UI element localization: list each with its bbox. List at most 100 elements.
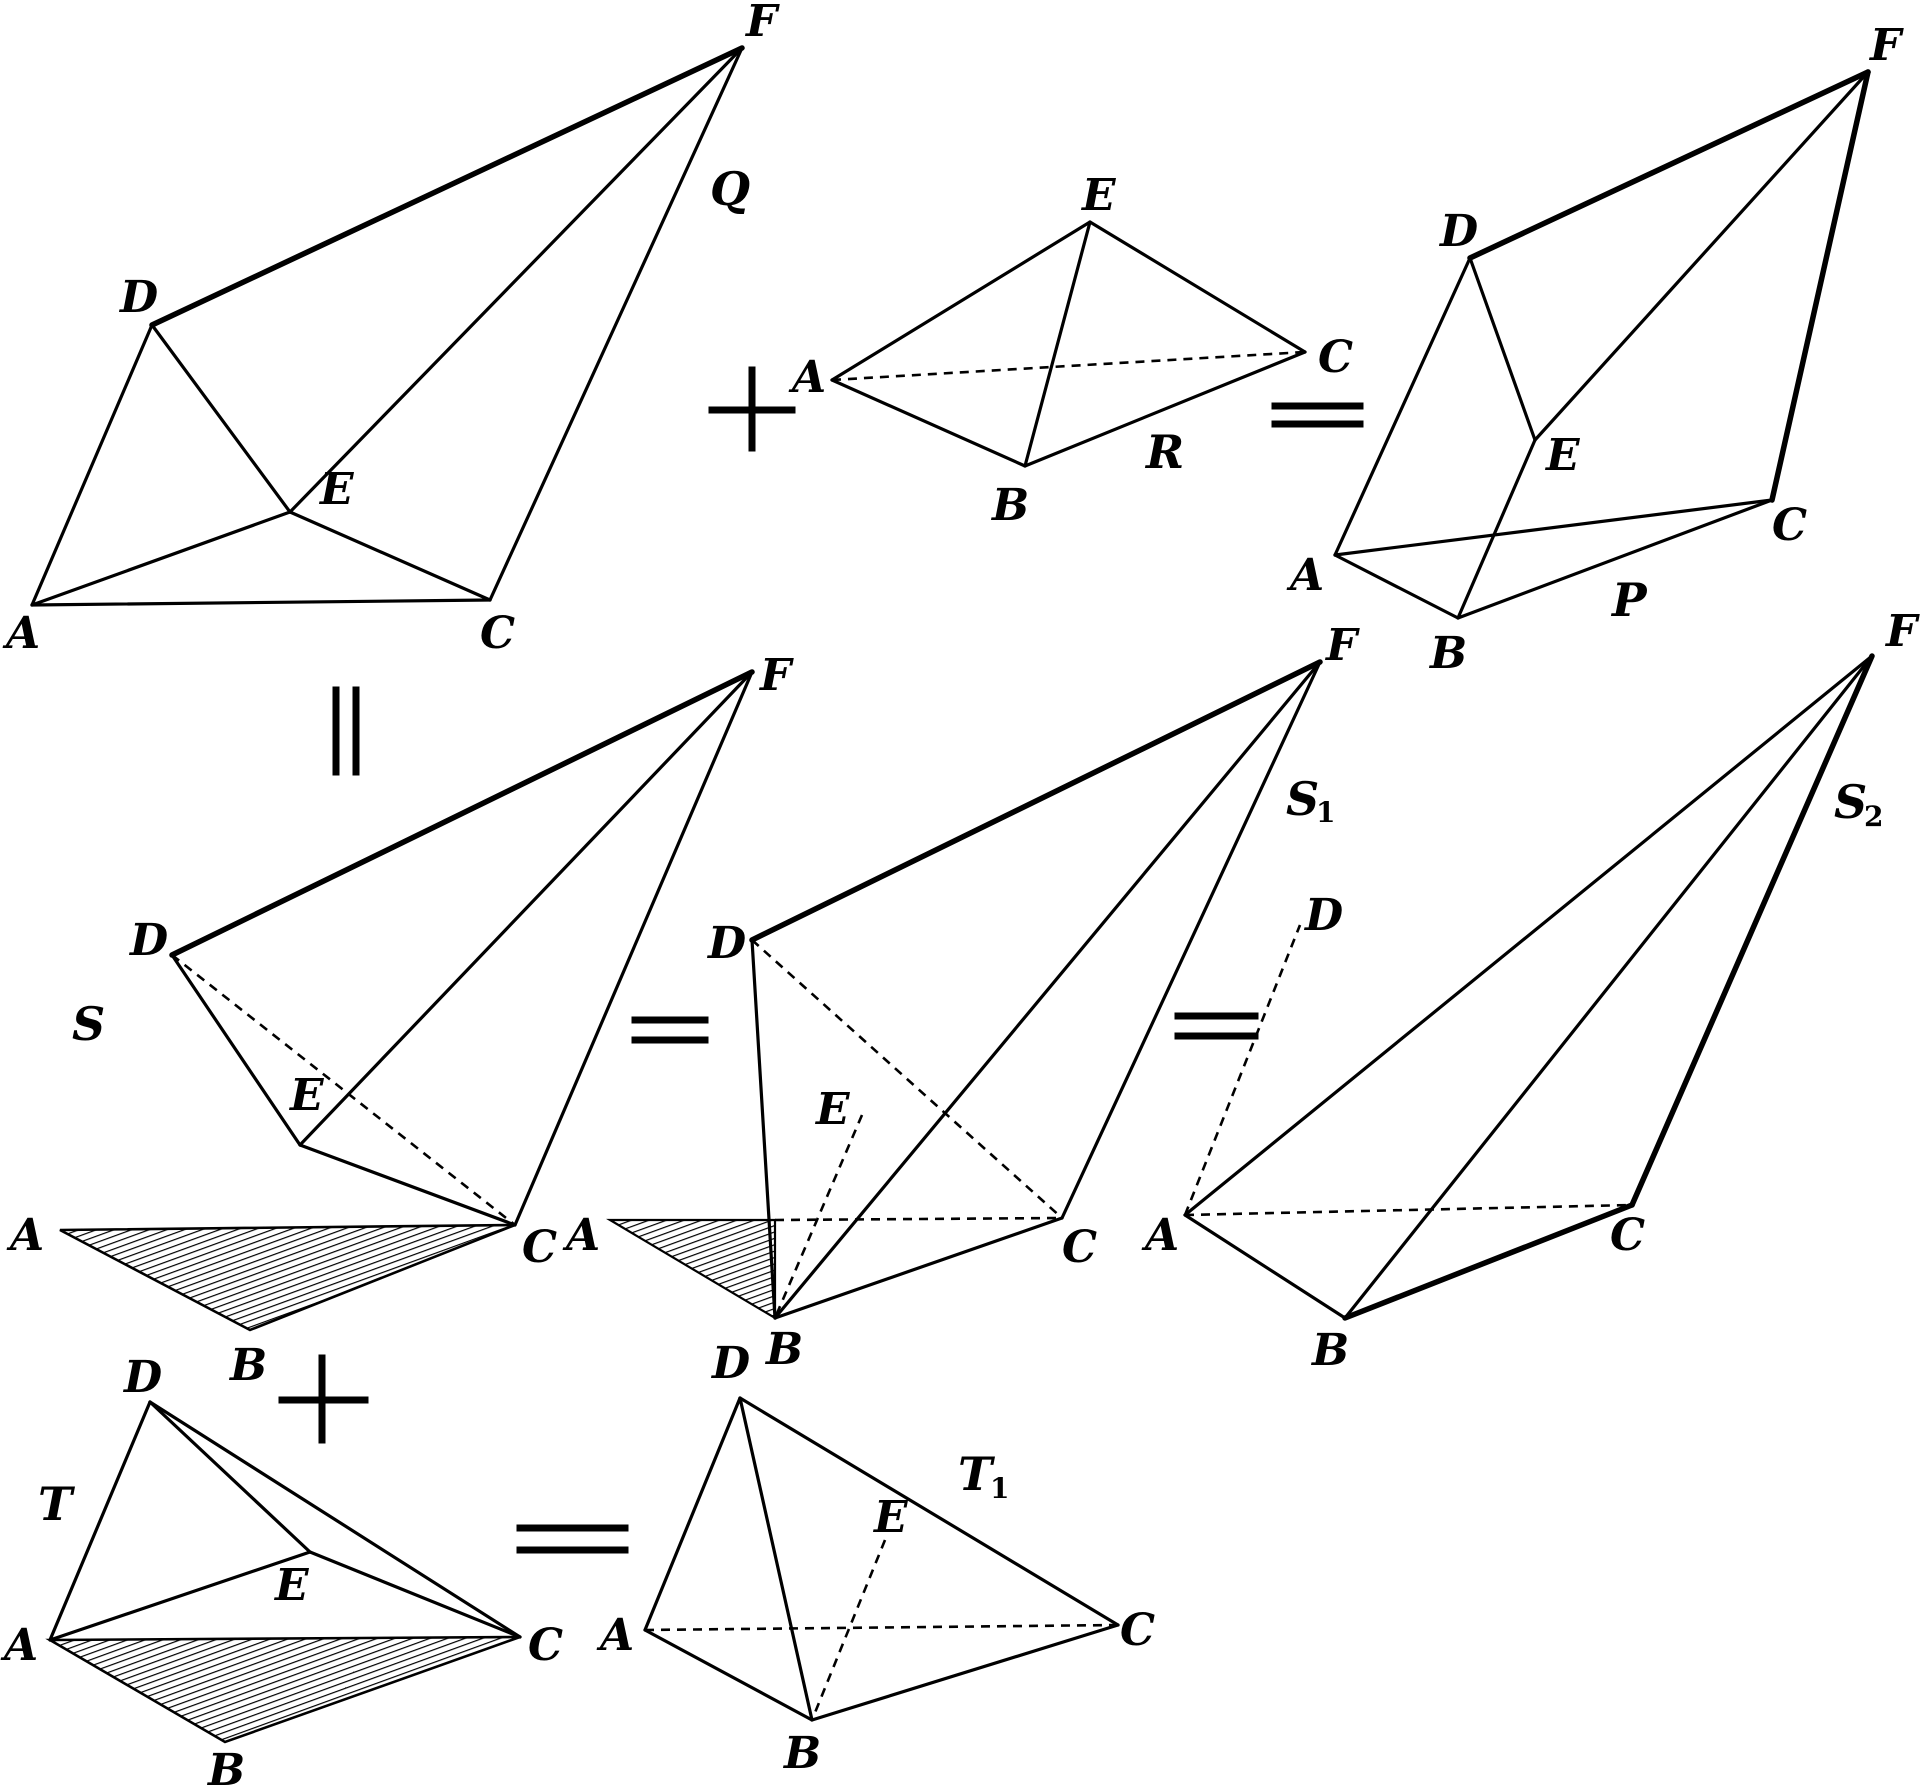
edge-eb-hidden <box>810 1539 887 1721</box>
svg-text:1: 1 <box>1316 796 1335 829</box>
label-e: E <box>273 1560 310 1611</box>
solid-name-p: P <box>1610 573 1648 627</box>
label-a: A <box>1141 1210 1179 1261</box>
edge-da <box>643 1396 742 1632</box>
plus-sign <box>708 366 796 452</box>
edge-df <box>1467 69 1871 261</box>
label-d: D <box>128 915 168 966</box>
solid-s2: F D A C B S 2 <box>1141 606 1920 1376</box>
edge-fe <box>1533 70 1870 442</box>
edge-ab <box>830 378 1027 468</box>
svg-text:1: 1 <box>990 1472 1009 1505</box>
label-e: E <box>814 1084 851 1135</box>
edge-bc <box>1023 350 1307 468</box>
edge-fa <box>1183 654 1874 1217</box>
label-a: A <box>788 352 826 403</box>
edge-ac-hidden <box>831 350 1306 382</box>
edge-ab <box>1183 1213 1347 1320</box>
svg-text:T: T <box>958 1447 996 1501</box>
edge-db <box>738 1396 814 1722</box>
edge-fc <box>488 46 744 602</box>
hatched-base-abc <box>59 1223 516 1332</box>
label-a: A <box>562 1210 600 1261</box>
edge-bc <box>773 1216 1064 1320</box>
label-b: B <box>228 1340 267 1391</box>
label-c: C <box>522 1222 557 1273</box>
solid-s: F D E A C B S <box>6 650 794 1391</box>
edge-eb <box>1456 438 1537 620</box>
edge-fe <box>298 670 754 1147</box>
equals-sign <box>631 1016 709 1044</box>
label-e: E <box>872 1492 909 1543</box>
label-c: C <box>1062 1222 1097 1273</box>
svg-text:S: S <box>1834 775 1867 829</box>
edge-dc <box>738 1396 1120 1627</box>
hatched-base-abc <box>45 1635 521 1744</box>
equals-sign <box>1271 402 1364 428</box>
edge-df <box>749 659 1323 943</box>
edge-ec <box>1088 220 1307 354</box>
solid-name-t: T <box>38 1477 76 1531</box>
label-e: E <box>1544 430 1581 481</box>
solid-q: F D E A C Q <box>2 0 780 659</box>
label-f: F <box>758 650 794 701</box>
solid-name-q: Q <box>710 162 750 216</box>
edge-da <box>30 323 154 607</box>
edge-fb <box>1343 654 1874 1320</box>
edge-de <box>148 1400 312 1554</box>
equals-sign <box>1174 1012 1259 1040</box>
edge-ac <box>30 598 492 607</box>
edge-ae <box>48 1550 312 1642</box>
svg-text:S: S <box>1286 772 1319 826</box>
plus-sign <box>278 1354 369 1444</box>
label-b: B <box>764 1324 803 1375</box>
label-a: A <box>2 608 40 659</box>
edge-eb-hidden <box>773 1114 864 1319</box>
edge-ec <box>308 1550 522 1639</box>
label-c: C <box>1610 1210 1645 1261</box>
solid-t: D E A C B T <box>0 1352 563 1791</box>
label-d: D <box>710 1338 750 1389</box>
vertical-equals-sign <box>332 686 360 776</box>
equals-sign <box>516 1524 629 1554</box>
edge-df <box>149 45 745 328</box>
hatched-base-triangle <box>605 1218 777 1320</box>
edge-fb <box>773 660 1322 1320</box>
solid-name-s2: S 2 <box>1834 775 1883 833</box>
label-c: C <box>1318 332 1353 383</box>
label-b: B <box>990 480 1029 531</box>
label-a: A <box>6 1210 44 1261</box>
edge-de <box>1468 256 1537 442</box>
label-c: C <box>1772 500 1807 551</box>
edge-ac <box>1333 498 1774 557</box>
solid-name-t1: T 1 <box>958 1447 1009 1505</box>
label-e: E <box>318 464 355 515</box>
solid-p: F D E C A B P <box>1286 20 1904 679</box>
label-f: F <box>1884 606 1920 657</box>
edge-ab <box>1333 553 1460 620</box>
edge-bc <box>810 1623 1120 1722</box>
solid-name-r: R <box>1144 425 1184 479</box>
edge-dc-hidden <box>751 939 1063 1219</box>
edge-fe <box>288 46 744 514</box>
edge-dc-hidden <box>171 953 516 1227</box>
solid-name-s1: S 1 <box>1286 772 1335 829</box>
edge-da <box>48 1400 152 1642</box>
label-a: A <box>0 1620 38 1671</box>
label-d: D <box>122 1352 162 1403</box>
edge-ec <box>298 1143 517 1227</box>
label-f: F <box>1324 620 1360 671</box>
edge-de <box>170 953 302 1147</box>
label-e: E <box>1080 170 1117 221</box>
label-a: A <box>1286 550 1324 601</box>
edge-dc <box>148 1400 522 1639</box>
solid-t1: D E A C B T 1 <box>596 1338 1155 1779</box>
label-d: D <box>706 918 746 969</box>
label-d: D <box>118 272 158 323</box>
edge-da <box>1333 256 1472 557</box>
label-f: F <box>744 0 780 47</box>
label-b: B <box>206 1745 245 1786</box>
edge-fc <box>513 670 754 1227</box>
edge-ae <box>830 220 1092 382</box>
svg-text:2: 2 <box>1864 800 1883 833</box>
